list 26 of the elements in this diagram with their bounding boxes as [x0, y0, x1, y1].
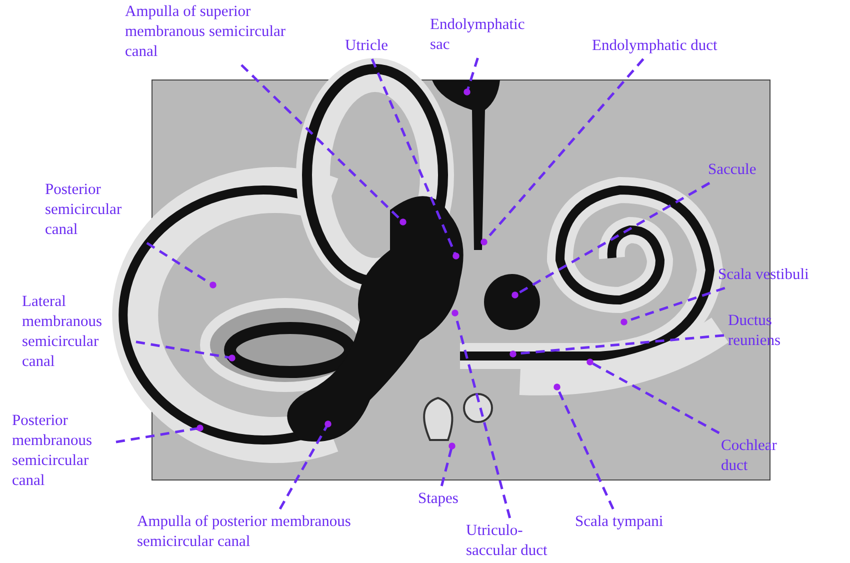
leader-line — [512, 182, 710, 298]
part-label: Endolymphatic duct — [592, 36, 718, 56]
part-label: Ampulla of posterior membranous semicircular canal — [137, 512, 397, 552]
leader-line — [586, 358, 720, 434]
leader-line — [464, 58, 479, 96]
part-label: Ampulla of superior membranous semicircular canal — [125, 2, 290, 62]
part-label: Utricle — [345, 36, 388, 56]
leader-line — [278, 420, 332, 510]
part-label: Endolymphatic sac — [430, 15, 540, 55]
leader-line — [136, 340, 236, 362]
part-label: Posterior membranous semicircular canal — [12, 411, 112, 491]
part-label: Utriculo-saccular duct — [466, 521, 566, 561]
leader-line — [554, 384, 614, 510]
leader-line — [620, 286, 726, 326]
leader-line — [452, 310, 512, 518]
part-label: Saccule — [708, 160, 756, 180]
part-label: Scala tympani — [575, 512, 664, 532]
leader-line — [480, 58, 644, 246]
part-label: Posterior semicircular canal — [45, 180, 145, 240]
part-label: Stapes — [418, 489, 458, 509]
leader-line — [510, 334, 724, 358]
part-label: Lateral membranous semicircular canal — [22, 292, 132, 372]
leader-line — [116, 424, 204, 444]
leader-line — [146, 242, 216, 288]
leader-line — [370, 58, 460, 260]
leader-line — [240, 64, 406, 226]
